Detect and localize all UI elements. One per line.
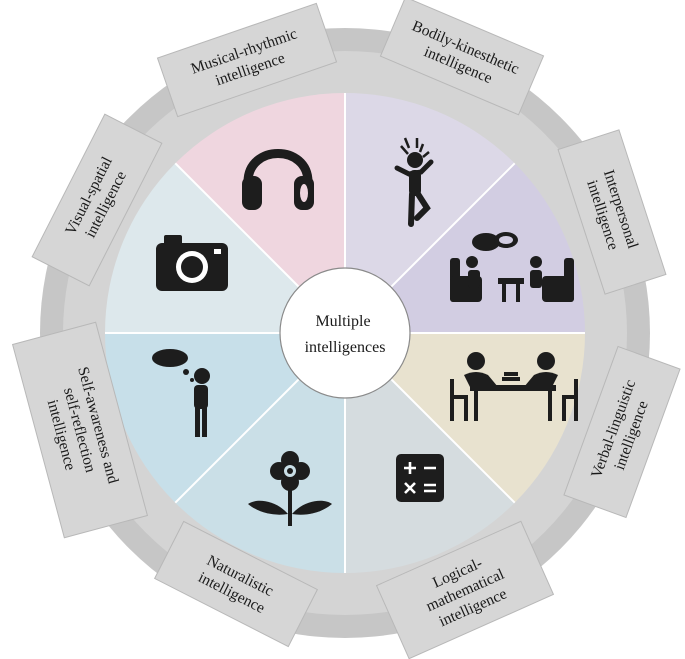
- center-label-line2: intelligences: [305, 339, 386, 356]
- label-tag-box: [31, 113, 163, 287]
- segment-interpersonal: [345, 163, 585, 333]
- label-tag-box: [153, 520, 319, 648]
- dancing-person-icon: [394, 137, 434, 227]
- segment-self: [105, 333, 345, 503]
- label-tag-box: [379, 0, 545, 116]
- thinking-person-icon: [152, 349, 210, 437]
- headphones-icon: [242, 149, 314, 210]
- label-tag-box: [375, 520, 555, 659]
- center-circle: [279, 267, 411, 399]
- label-tag-box: [11, 321, 149, 539]
- people-conversation-icon: [450, 232, 574, 302]
- segment-musical: [175, 93, 345, 333]
- label-tag-box: [563, 345, 681, 519]
- label-tag-box: [156, 2, 338, 118]
- camera-icon: [156, 235, 228, 291]
- center-label: Multiple intelligences: [305, 313, 386, 356]
- calculator-icon: [396, 454, 444, 502]
- segment-logical: [345, 333, 515, 573]
- center-label-line1: Multiple: [315, 313, 370, 330]
- label-tag-box: [557, 129, 667, 295]
- flower-icon: [248, 451, 332, 526]
- segment-bodily: [345, 93, 515, 333]
- people-talking-at-table-icon: [450, 352, 578, 421]
